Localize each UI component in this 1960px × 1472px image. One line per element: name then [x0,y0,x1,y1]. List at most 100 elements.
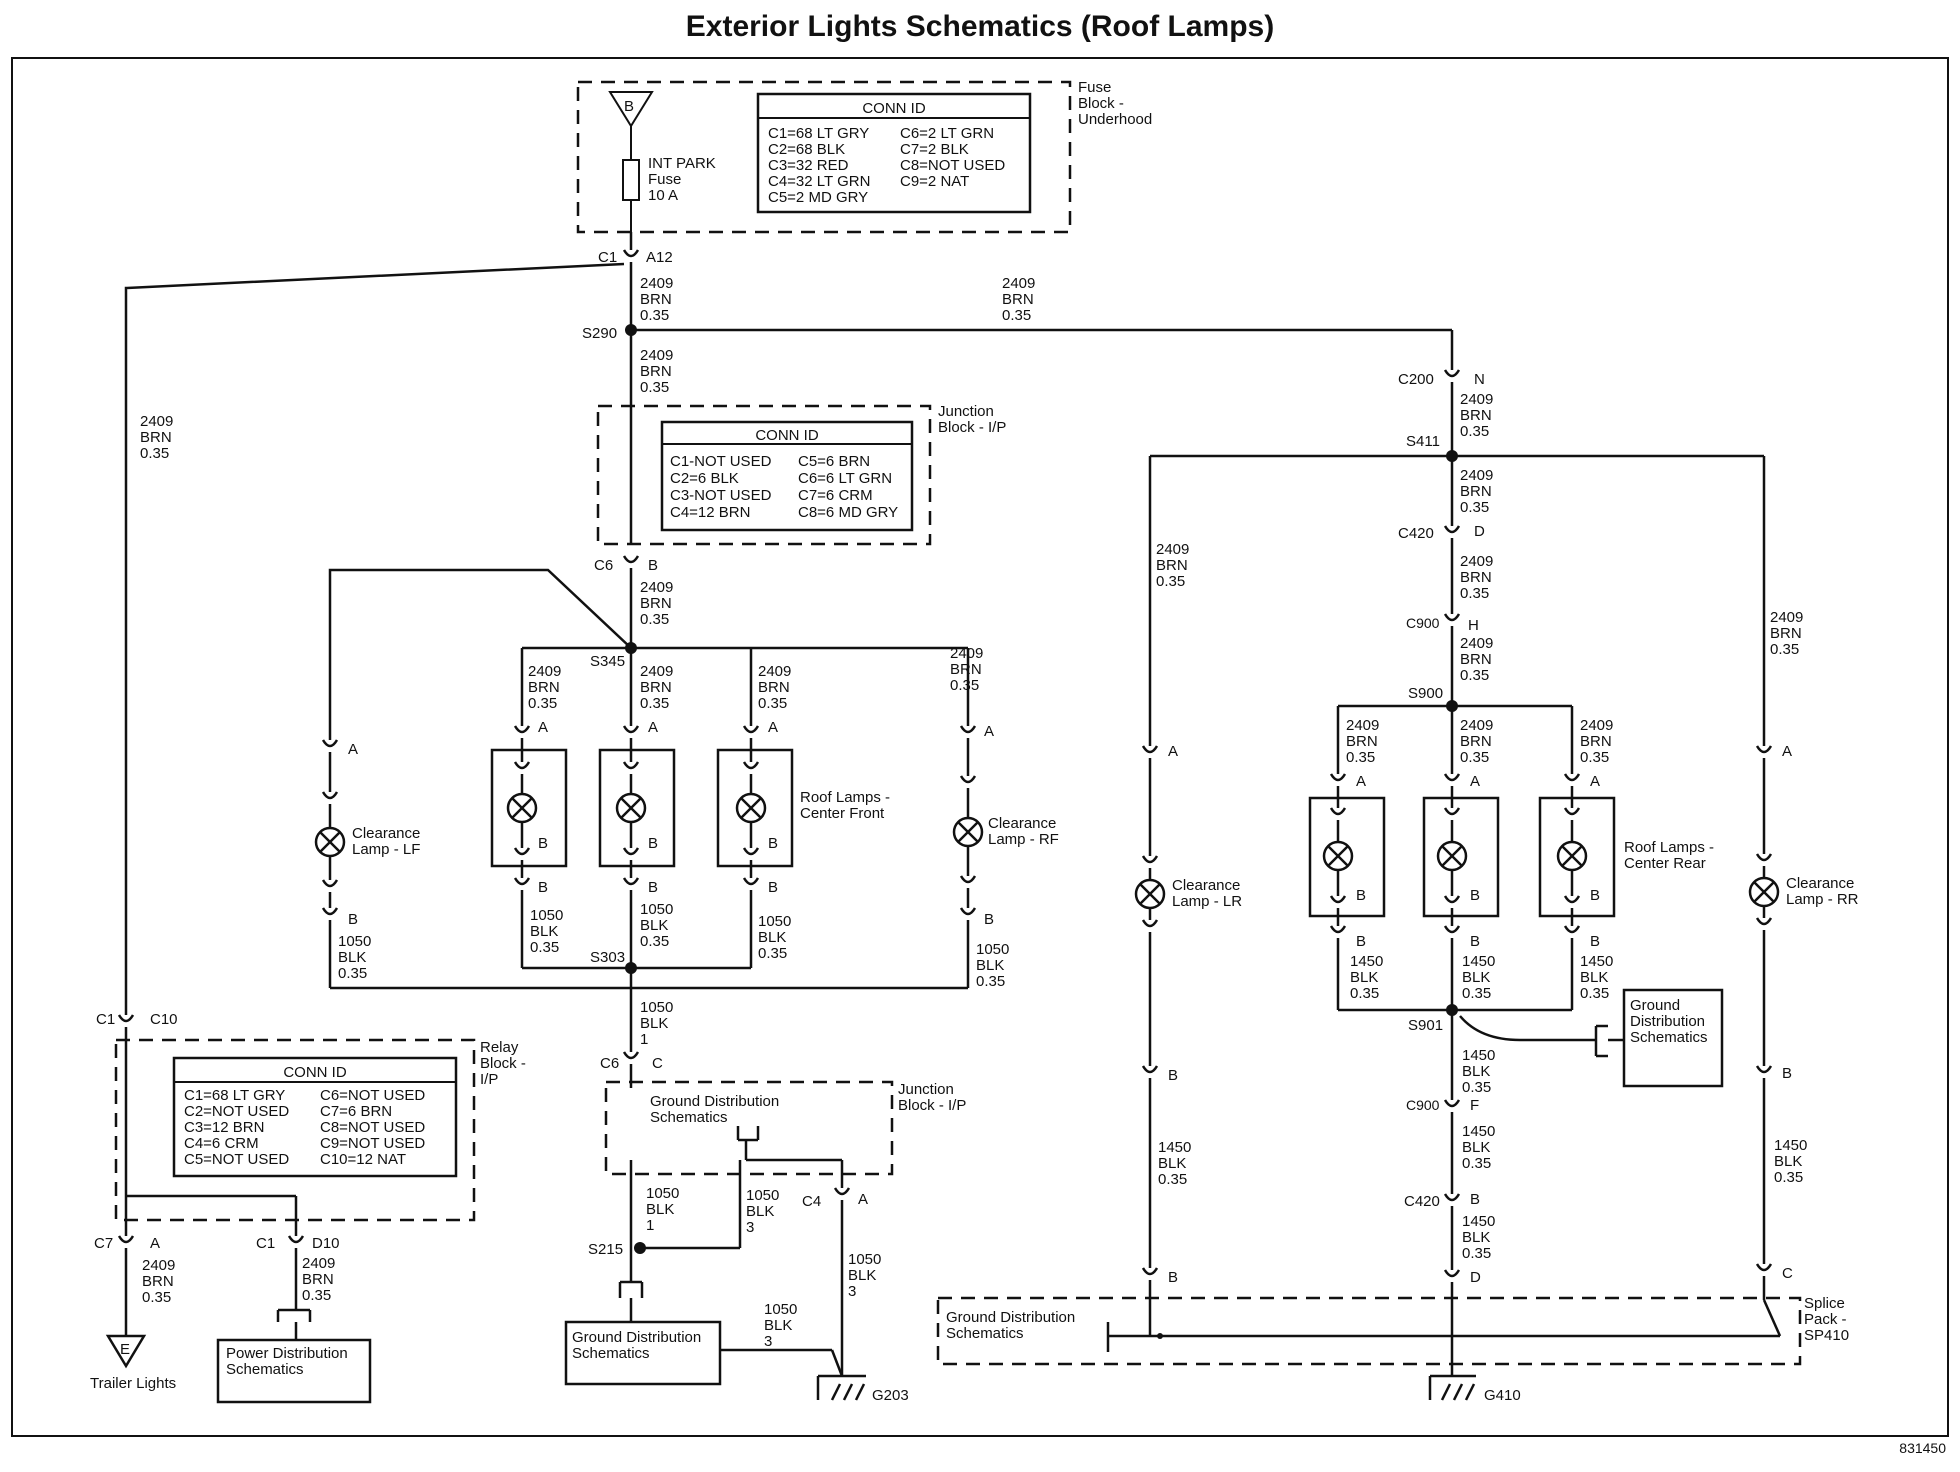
svg-text:1050: 1050 [640,901,673,918]
svg-text:C7=6 BRN: C7=6 BRN [320,1103,392,1120]
svg-text:C5=NOT USED: C5=NOT USED [184,1151,289,1168]
svg-text:D: D [1474,523,1485,540]
svg-text:BRN: BRN [758,679,790,696]
svg-text:0.35: 0.35 [528,695,557,712]
svg-text:2409: 2409 [528,663,561,680]
svg-text:C7=6 CRM: C7=6 CRM [798,487,873,504]
svg-text:B: B [1782,1065,1792,1082]
svg-text:0.35: 0.35 [1158,1171,1187,1188]
svg-text:BRN: BRN [1460,483,1492,500]
svg-text:Clearance: Clearance [1786,875,1854,892]
svg-text:INT PARK: INT PARK [648,155,716,172]
svg-text:B: B [1356,933,1366,950]
svg-text:2409: 2409 [758,663,791,680]
svg-text:0.35: 0.35 [1350,985,1379,1002]
svg-text:C3-NOT USED: C3-NOT USED [670,487,772,504]
svg-text:C1: C1 [96,1011,115,1028]
svg-text:BRN: BRN [640,291,672,308]
svg-text:0.35: 0.35 [530,939,559,956]
svg-text:G410: G410 [1484,1387,1521,1404]
svg-text:1050: 1050 [764,1301,797,1318]
rear-lamp-left [1322,773,1354,1010]
svg-text:0.35: 0.35 [640,307,669,324]
svg-text:0.35: 0.35 [142,1289,171,1306]
svg-text:Pack -: Pack - [1804,1311,1847,1328]
svg-text:Junction: Junction [898,1081,954,1098]
svg-text:Schematics: Schematics [226,1361,304,1378]
svg-text:I/P: I/P [480,1071,498,1088]
svg-text:C4: C4 [802,1193,821,1210]
relay-path-wiring [117,1014,312,1336]
svg-text:A: A [1590,773,1600,790]
lower-ground-wiring [618,1064,851,1377]
svg-text:Schematics: Schematics [572,1345,650,1362]
svg-text:C4=12 BRN: C4=12 BRN [670,504,750,521]
svg-text:2409: 2409 [1346,717,1379,734]
svg-text:B: B [1168,1269,1178,1286]
svg-text:Block - I/P: Block - I/P [898,1097,966,1114]
svg-text:S290: S290 [582,325,617,342]
svg-text:BLK: BLK [1462,1139,1490,1156]
svg-text:Center Front: Center Front [800,805,885,822]
trailer-lights-terminal: E Trailer Lights [90,1334,176,1392]
svg-text:1450: 1450 [1774,1137,1807,1154]
svg-text:CONN ID: CONN ID [755,427,819,444]
svg-text:B: B [648,557,658,574]
svg-text:Distribution: Distribution [1630,1013,1705,1030]
front-lamps-wiring [328,568,970,1052]
svg-text:B: B [1590,887,1600,904]
svg-text:C: C [652,1055,663,1072]
roof-lamps-center-rear [1308,796,1616,918]
svg-text:S411: S411 [1406,433,1440,450]
svg-text:BRN: BRN [302,1271,334,1288]
svg-text:Block -: Block - [1078,95,1124,112]
svg-text:0.35: 0.35 [1462,985,1491,1002]
ground-g203-icon [816,1374,866,1401]
svg-text:C10=12 NAT: C10=12 NAT [320,1151,406,1168]
svg-text:BLK: BLK [1774,1153,1802,1170]
svg-text:0.35: 0.35 [1580,749,1609,766]
svg-text:C8=6 MD GRY: C8=6 MD GRY [798,504,898,521]
rear-feed-wiring [1148,369,1766,774]
svg-text:1050: 1050 [848,1251,881,1268]
svg-text:BRN: BRN [1460,569,1492,586]
svg-text:C2=6 BLK: C2=6 BLK [670,470,739,487]
svg-text:BRN: BRN [1460,651,1492,668]
svg-text:C2=68 BLK: C2=68 BLK [768,141,845,158]
front-lamp-left [506,725,538,902]
svg-text:2409: 2409 [640,579,673,596]
svg-text:B: B [1590,933,1600,950]
svg-text:A: A [1168,743,1178,760]
svg-text:BLK: BLK [530,923,558,940]
svg-text:Lamp - RF: Lamp - RF [988,831,1059,848]
junction-block-ip-bottom: Junction Block - I/P Ground Distribution… [604,1080,966,1176]
clearance-lamp-lr [1134,745,1166,1308]
svg-text:C3=32 RED: C3=32 RED [768,157,849,174]
svg-text:0.35: 0.35 [1770,641,1799,658]
svg-text:B: B [1356,887,1366,904]
svg-text:2409: 2409 [1770,609,1803,626]
svg-text:2409: 2409 [640,275,673,292]
svg-text:1450: 1450 [1580,953,1613,970]
svg-text:BLK: BLK [758,929,786,946]
svg-text:1050: 1050 [746,1187,779,1204]
svg-text:BRN: BRN [1002,291,1034,308]
svg-text:B: B [984,911,994,928]
splice-s303 [625,962,637,974]
svg-text:BLK: BLK [764,1317,792,1334]
svg-text:A: A [348,741,358,758]
svg-text:0.35: 0.35 [1580,985,1609,1002]
svg-text:2409: 2409 [1460,391,1493,408]
svg-text:0.35: 0.35 [1774,1169,1803,1186]
svg-text:Clearance: Clearance [988,815,1056,832]
svg-text:2409: 2409 [1580,717,1613,734]
svg-text:F: F [1470,1097,1479,1114]
svg-text:D10: D10 [312,1235,340,1252]
svg-text:Relay: Relay [480,1039,519,1056]
svg-text:Underhood: Underhood [1078,111,1152,128]
svg-text:BRN: BRN [1460,733,1492,750]
svg-text:Clearance: Clearance [1172,877,1240,894]
svg-text:0.35: 0.35 [1156,573,1185,590]
svg-text:2409: 2409 [1460,467,1493,484]
